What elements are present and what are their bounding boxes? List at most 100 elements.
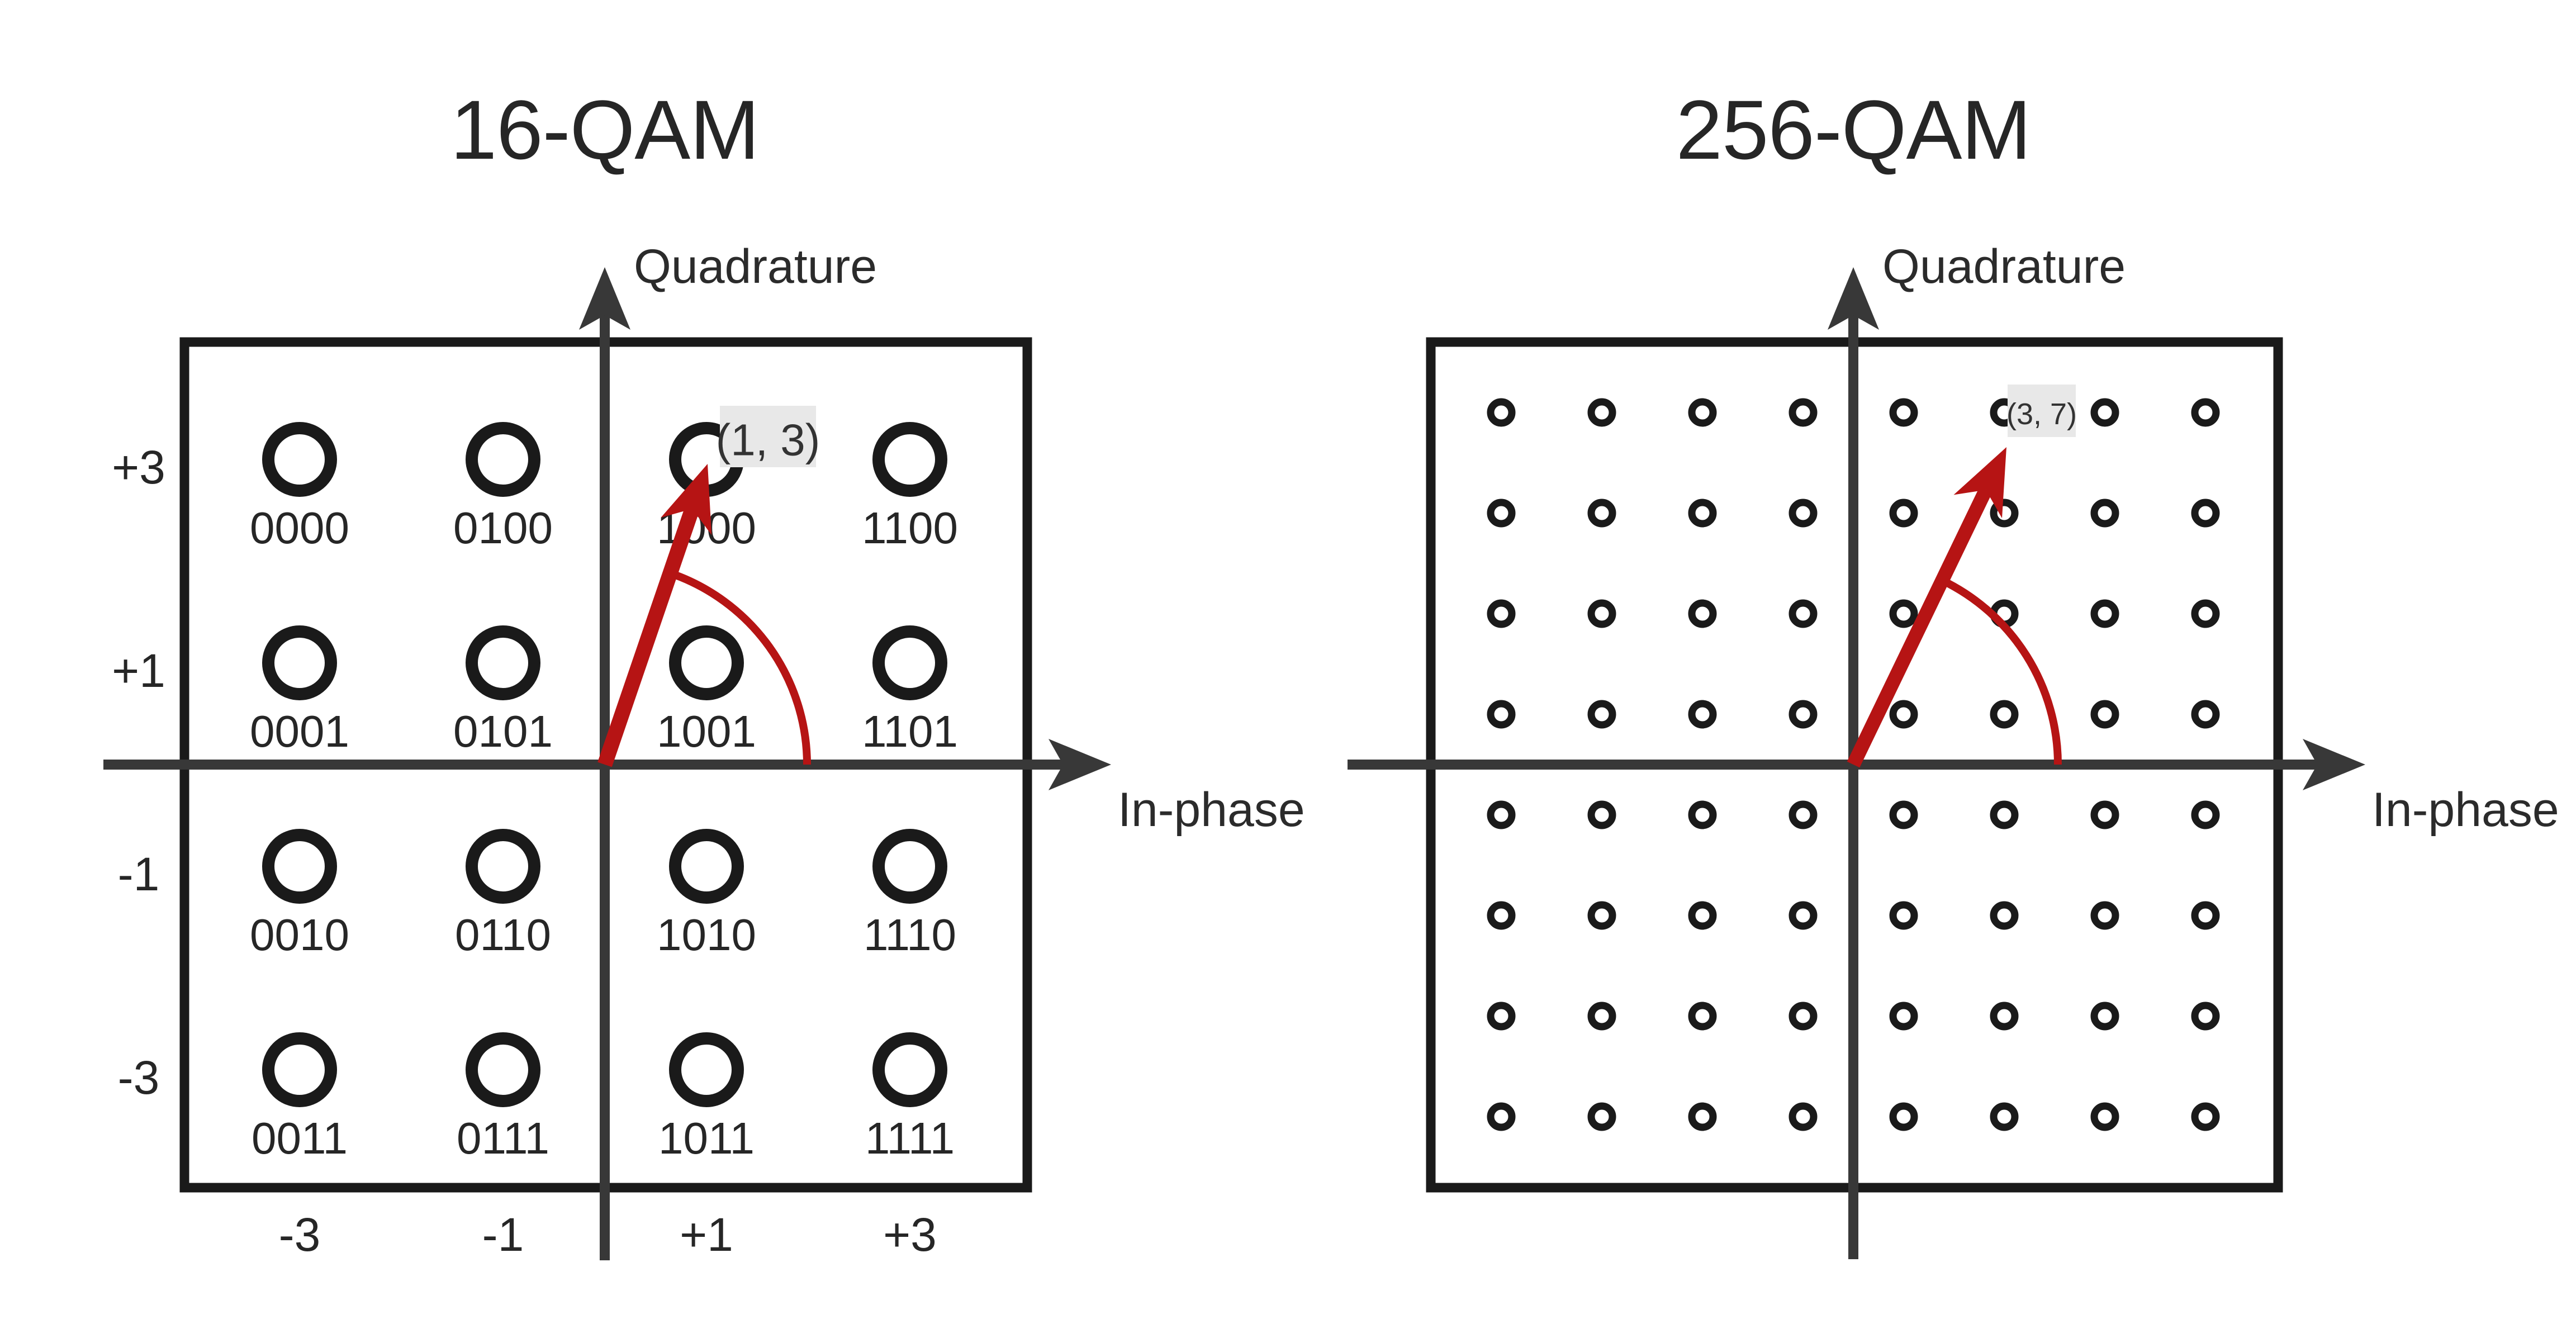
bit-label: 1011	[658, 1113, 755, 1163]
constellation-point	[1487, 1002, 1516, 1031]
constellation-point	[872, 1032, 947, 1107]
constellation-point	[1789, 1102, 1818, 1131]
constellation-point	[1688, 901, 1717, 930]
constellation-point	[872, 829, 947, 904]
bit-label: 1001	[657, 706, 756, 756]
up-arrowhead-icon	[579, 267, 630, 330]
constellation-point	[2090, 800, 2119, 829]
bit-label: 0110	[455, 910, 551, 960]
quadrature-axis-label: Quadrature	[1882, 240, 2126, 293]
phase-angle-arc	[668, 569, 811, 765]
constellation-point	[1688, 700, 1717, 729]
coordinate-label-bg	[720, 406, 816, 467]
phase-angle-arc	[1940, 577, 2062, 765]
constellation-points	[1487, 398, 2220, 1131]
constellation-point	[1688, 398, 1717, 427]
constellation-point	[1587, 1002, 1616, 1031]
constellation-point	[1487, 599, 1516, 628]
constellation-point	[1587, 901, 1616, 930]
constellation-point	[1889, 499, 1918, 528]
constellation-point	[2191, 700, 2220, 729]
y-tick-label: +3	[112, 441, 165, 494]
constellation-point	[669, 1032, 744, 1107]
constellation-point	[262, 422, 337, 497]
constellation-point	[1990, 901, 2019, 930]
constellation-point	[1990, 700, 2019, 729]
bit-label: 0101	[453, 706, 553, 756]
bit-label: 0001	[250, 706, 349, 756]
constellation-point	[2191, 901, 2220, 930]
constellation-point	[1990, 800, 2019, 829]
bit-label: 1110	[864, 910, 956, 960]
up-arrowhead-icon	[1828, 267, 1879, 330]
constellation-point	[669, 829, 744, 904]
constellation-point	[2191, 398, 2220, 427]
constellation-point	[1587, 499, 1616, 528]
bit-label: 0111	[457, 1113, 549, 1163]
constellation-point	[1789, 800, 1818, 829]
constellation-point	[2191, 800, 2220, 829]
y-tick-label: -3	[118, 1051, 160, 1104]
constellation-point	[1789, 499, 1818, 528]
constellation-point	[1789, 599, 1818, 628]
constellation-point	[1688, 599, 1717, 628]
constellation-point	[1487, 700, 1516, 729]
signal-vector-arrow	[597, 506, 700, 767]
constellation-point	[2090, 1002, 2119, 1031]
constellation-point	[262, 829, 337, 904]
constellation-point	[1889, 1002, 1918, 1031]
signal-vector-arrowhead-icon	[661, 464, 712, 535]
constellation-point	[2090, 1102, 2119, 1131]
constellation-point	[1990, 1102, 2019, 1131]
constellation-point	[1688, 499, 1717, 528]
bit-label: 0100	[453, 503, 553, 553]
constellation-point	[872, 625, 947, 700]
constellation-point	[1889, 398, 1918, 427]
right-arrowhead-icon	[2303, 739, 2365, 790]
in-phase-axis-label: In-phase	[1118, 783, 1305, 837]
constellation-point	[2090, 398, 2119, 427]
x-tick-label: +1	[680, 1208, 733, 1261]
constellation-point	[466, 829, 540, 904]
constellation-point	[2090, 700, 2119, 729]
constellation-point	[2191, 599, 2220, 628]
constellation-point	[1487, 499, 1516, 528]
constellation-point	[1587, 599, 1616, 628]
constellation-point	[669, 625, 744, 700]
signal-vector-arrow	[1847, 487, 1993, 768]
x-tick-label: -1	[482, 1208, 524, 1261]
constellation-point	[1587, 398, 1616, 427]
bit-label: 0011	[252, 1113, 348, 1163]
constellation-point	[466, 1032, 540, 1107]
constellation-point	[1889, 800, 1918, 829]
coordinate-label: (1, 3)	[716, 415, 820, 465]
constellation-point	[1587, 700, 1616, 729]
constellation-point	[1487, 800, 1516, 829]
constellation-point	[1688, 800, 1717, 829]
coordinate-label: (3, 7)	[2006, 397, 2077, 431]
constellation-point	[1789, 398, 1818, 427]
quadrature-axis-label: Quadrature	[634, 240, 877, 293]
bit-label: 1111	[865, 1113, 955, 1163]
constellation-point	[1688, 1002, 1717, 1031]
constellation-point	[466, 422, 540, 497]
constellation-point	[1889, 700, 1918, 729]
constellation-point	[2090, 599, 2119, 628]
y-tick-label: -1	[118, 848, 160, 900]
constellation-point	[1789, 901, 1818, 930]
bit-label: 1010	[657, 910, 756, 960]
bit-label: 0010	[250, 910, 349, 960]
constellation-point	[1688, 1102, 1717, 1131]
constellation-point	[262, 1032, 337, 1107]
constellation-point	[2090, 499, 2119, 528]
constellation-point	[1789, 1002, 1818, 1031]
constellation-point	[1889, 901, 1918, 930]
y-tick-label: +1	[112, 644, 165, 697]
in-phase-axis-label: In-phase	[2372, 783, 2559, 837]
signal-vector-arrowhead-icon	[1953, 447, 2006, 519]
constellation-point	[1587, 1102, 1616, 1131]
